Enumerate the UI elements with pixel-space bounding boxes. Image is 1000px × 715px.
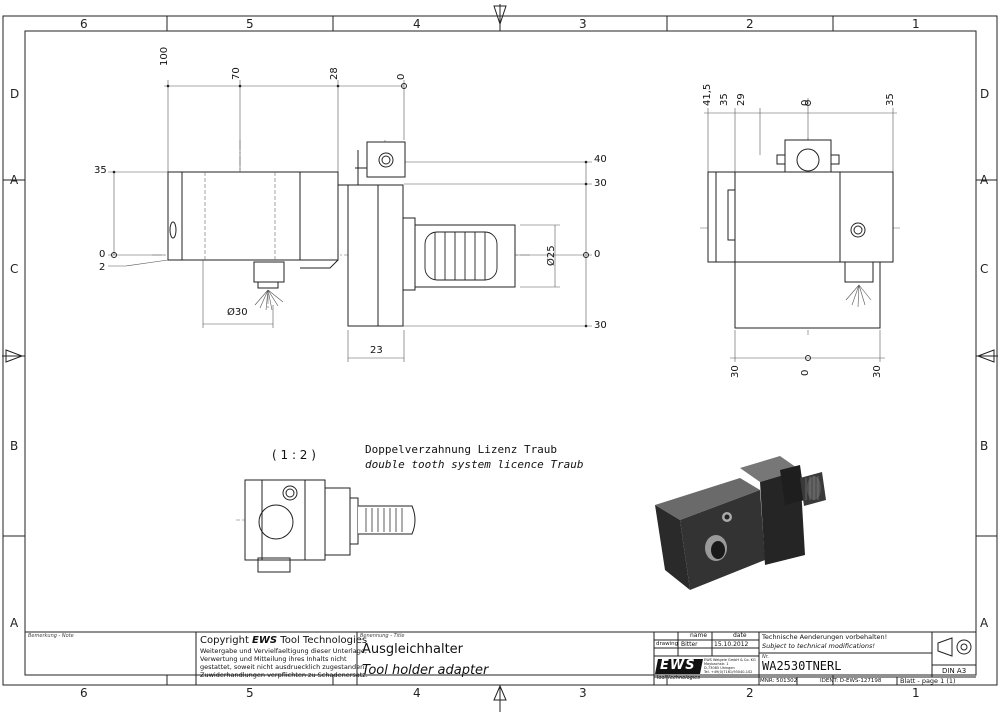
ews-logo-text: EWS — [660, 658, 696, 673]
zone-col-top-1: 1 — [912, 17, 920, 31]
zone-col-bottom-2: 2 — [746, 686, 754, 700]
change-note-en: Subject to technical modifications! — [762, 642, 875, 650]
paper-format: DIN A3 — [942, 667, 967, 675]
change-note-de: Technische Aenderungen vorbehalten! — [762, 633, 888, 641]
zone-row-right-b: B — [980, 439, 989, 453]
zone-row-left-d: D — [10, 87, 20, 101]
dim-side-30-top: 30 — [594, 178, 607, 189]
projection-symbol-icon — [937, 637, 972, 657]
outer-border — [2, 15, 998, 686]
zone-col-top-4: 4 — [413, 17, 421, 31]
centering-marks — [2, 4, 998, 712]
zone-col-bottom-4: 4 — [413, 686, 421, 700]
ews-logo — [655, 659, 703, 674]
copyright-brand: EWS — [252, 635, 278, 646]
dim-front-29: 29 — [736, 93, 747, 106]
tooth-note-de: Doppelverzahnung Lizenz Traub — [365, 443, 558, 456]
copyright-title-post: Tool Technologies — [277, 635, 368, 646]
dim-side-35: 35 — [94, 165, 107, 176]
part-number: WA2530TNERL — [762, 659, 842, 673]
title-en: Tool holder adapter — [362, 663, 489, 678]
zone-row-left-a1: A — [10, 173, 19, 187]
dim-front-35-right: 35 — [885, 93, 896, 106]
zone-row-right-c: C — [980, 262, 989, 276]
drawing-date: 15.10.2012 — [714, 641, 749, 648]
row-drawing-label: drawing — [656, 641, 679, 647]
dim-side-28: 28 — [329, 67, 340, 80]
drawer-name: Bitter — [681, 641, 698, 648]
copyright-line-1: Weitergabe und Vervielfaeltigung dieser … — [200, 647, 367, 655]
zone-row-right-a1: A — [980, 173, 989, 187]
tooth-note-en: double tooth system licence Traub — [365, 458, 584, 471]
scale-note: ( 1 : 2 ) — [272, 448, 316, 462]
dim-shank-dia25: Ø25 — [546, 245, 557, 266]
zone-col-bottom-3: 3 — [579, 686, 587, 700]
zone-row-left-a2: A — [10, 616, 19, 630]
company-line-4: Tel. +49(0)7161/93040-102 — [704, 670, 753, 674]
dim-front-41-5: 41,5 — [702, 83, 713, 106]
dim-side-100: 100 — [159, 46, 170, 66]
isometric-render — [655, 456, 826, 590]
dim-side-30-bottom: 30 — [594, 320, 607, 331]
side-view — [108, 80, 592, 362]
zone-row-right-d: D — [980, 87, 990, 101]
front-view — [700, 98, 900, 362]
ident-field: IDENT: D-EWS-127198 — [820, 678, 882, 684]
zone-col-top-2: 2 — [746, 17, 754, 31]
dim-side-23: 23 — [370, 345, 383, 356]
zone-ticks — [3, 16, 997, 685]
dim-side-70: 70 — [231, 67, 242, 80]
company-line-3: D-73085 Uhingen — [704, 666, 735, 670]
copyright-title-pre: Copyright — [200, 635, 253, 646]
copyright-line-3: gestattet, soweit nicht ausdruecklich zu… — [200, 663, 367, 671]
dim-front-0-top: 0 — [800, 99, 811, 106]
dim-side-0-left: 0 — [99, 249, 106, 260]
dim-side-0-top: 0 — [396, 73, 407, 80]
dim-front-0-bottom: 0 — [800, 369, 811, 376]
dim-side-40: 40 — [594, 154, 607, 165]
title-label: Benennung - Title — [360, 633, 405, 639]
title-de: Ausgleichhalter — [362, 642, 464, 657]
copyright-title: Copyright EWS Tool Technologies — [200, 636, 367, 646]
zone-col-bottom-5: 5 — [246, 686, 254, 700]
dim-side-2: 2 — [99, 262, 106, 273]
copyright-line-4: Zuwiderhandlungen verpflichten zu Schade… — [200, 671, 368, 679]
zone-row-left-c: C — [10, 262, 19, 276]
inner-border — [24, 30, 977, 676]
title-block-grid — [25, 631, 976, 685]
ews-logo-sub: Tool Technologies — [656, 675, 700, 681]
zone-row-left-b: B — [10, 439, 19, 453]
zone-col-top-3: 3 — [579, 17, 587, 31]
dim-front-30-right: 30 — [872, 365, 883, 378]
mnr-field: MNR: 501302 — [760, 678, 798, 684]
dim-front-35-left: 35 — [719, 93, 730, 106]
dim-side-dia30: Ø30 — [227, 307, 248, 318]
scaled-view — [236, 479, 416, 573]
dimension-markers — [111, 83, 811, 361]
dim-side-0-right: 0 — [594, 249, 601, 260]
copyright-line-2: Verwertung und Mitteilung ihres Inhalts … — [200, 655, 347, 663]
zone-col-bottom-6: 6 — [80, 686, 88, 700]
zone-row-right-a2: A — [980, 616, 989, 630]
zone-col-top-6: 6 — [80, 17, 88, 31]
zone-col-top-5: 5 — [246, 17, 254, 31]
nr-label: Nr. — [762, 654, 769, 660]
sheet-info: Blatt - page 1 (1) — [900, 677, 956, 685]
col-date-header: date — [733, 632, 747, 639]
company-line-1: EWS Weigele GmbH & Co. KG — [704, 658, 756, 662]
company-line-2: Maybachstr. 1 — [704, 662, 729, 666]
col-name-header: name — [690, 632, 708, 639]
dim-front-30-left: 30 — [730, 365, 741, 378]
zone-col-bottom-1: 1 — [912, 686, 920, 700]
remark-label: Bemerkung - Note — [28, 633, 74, 639]
